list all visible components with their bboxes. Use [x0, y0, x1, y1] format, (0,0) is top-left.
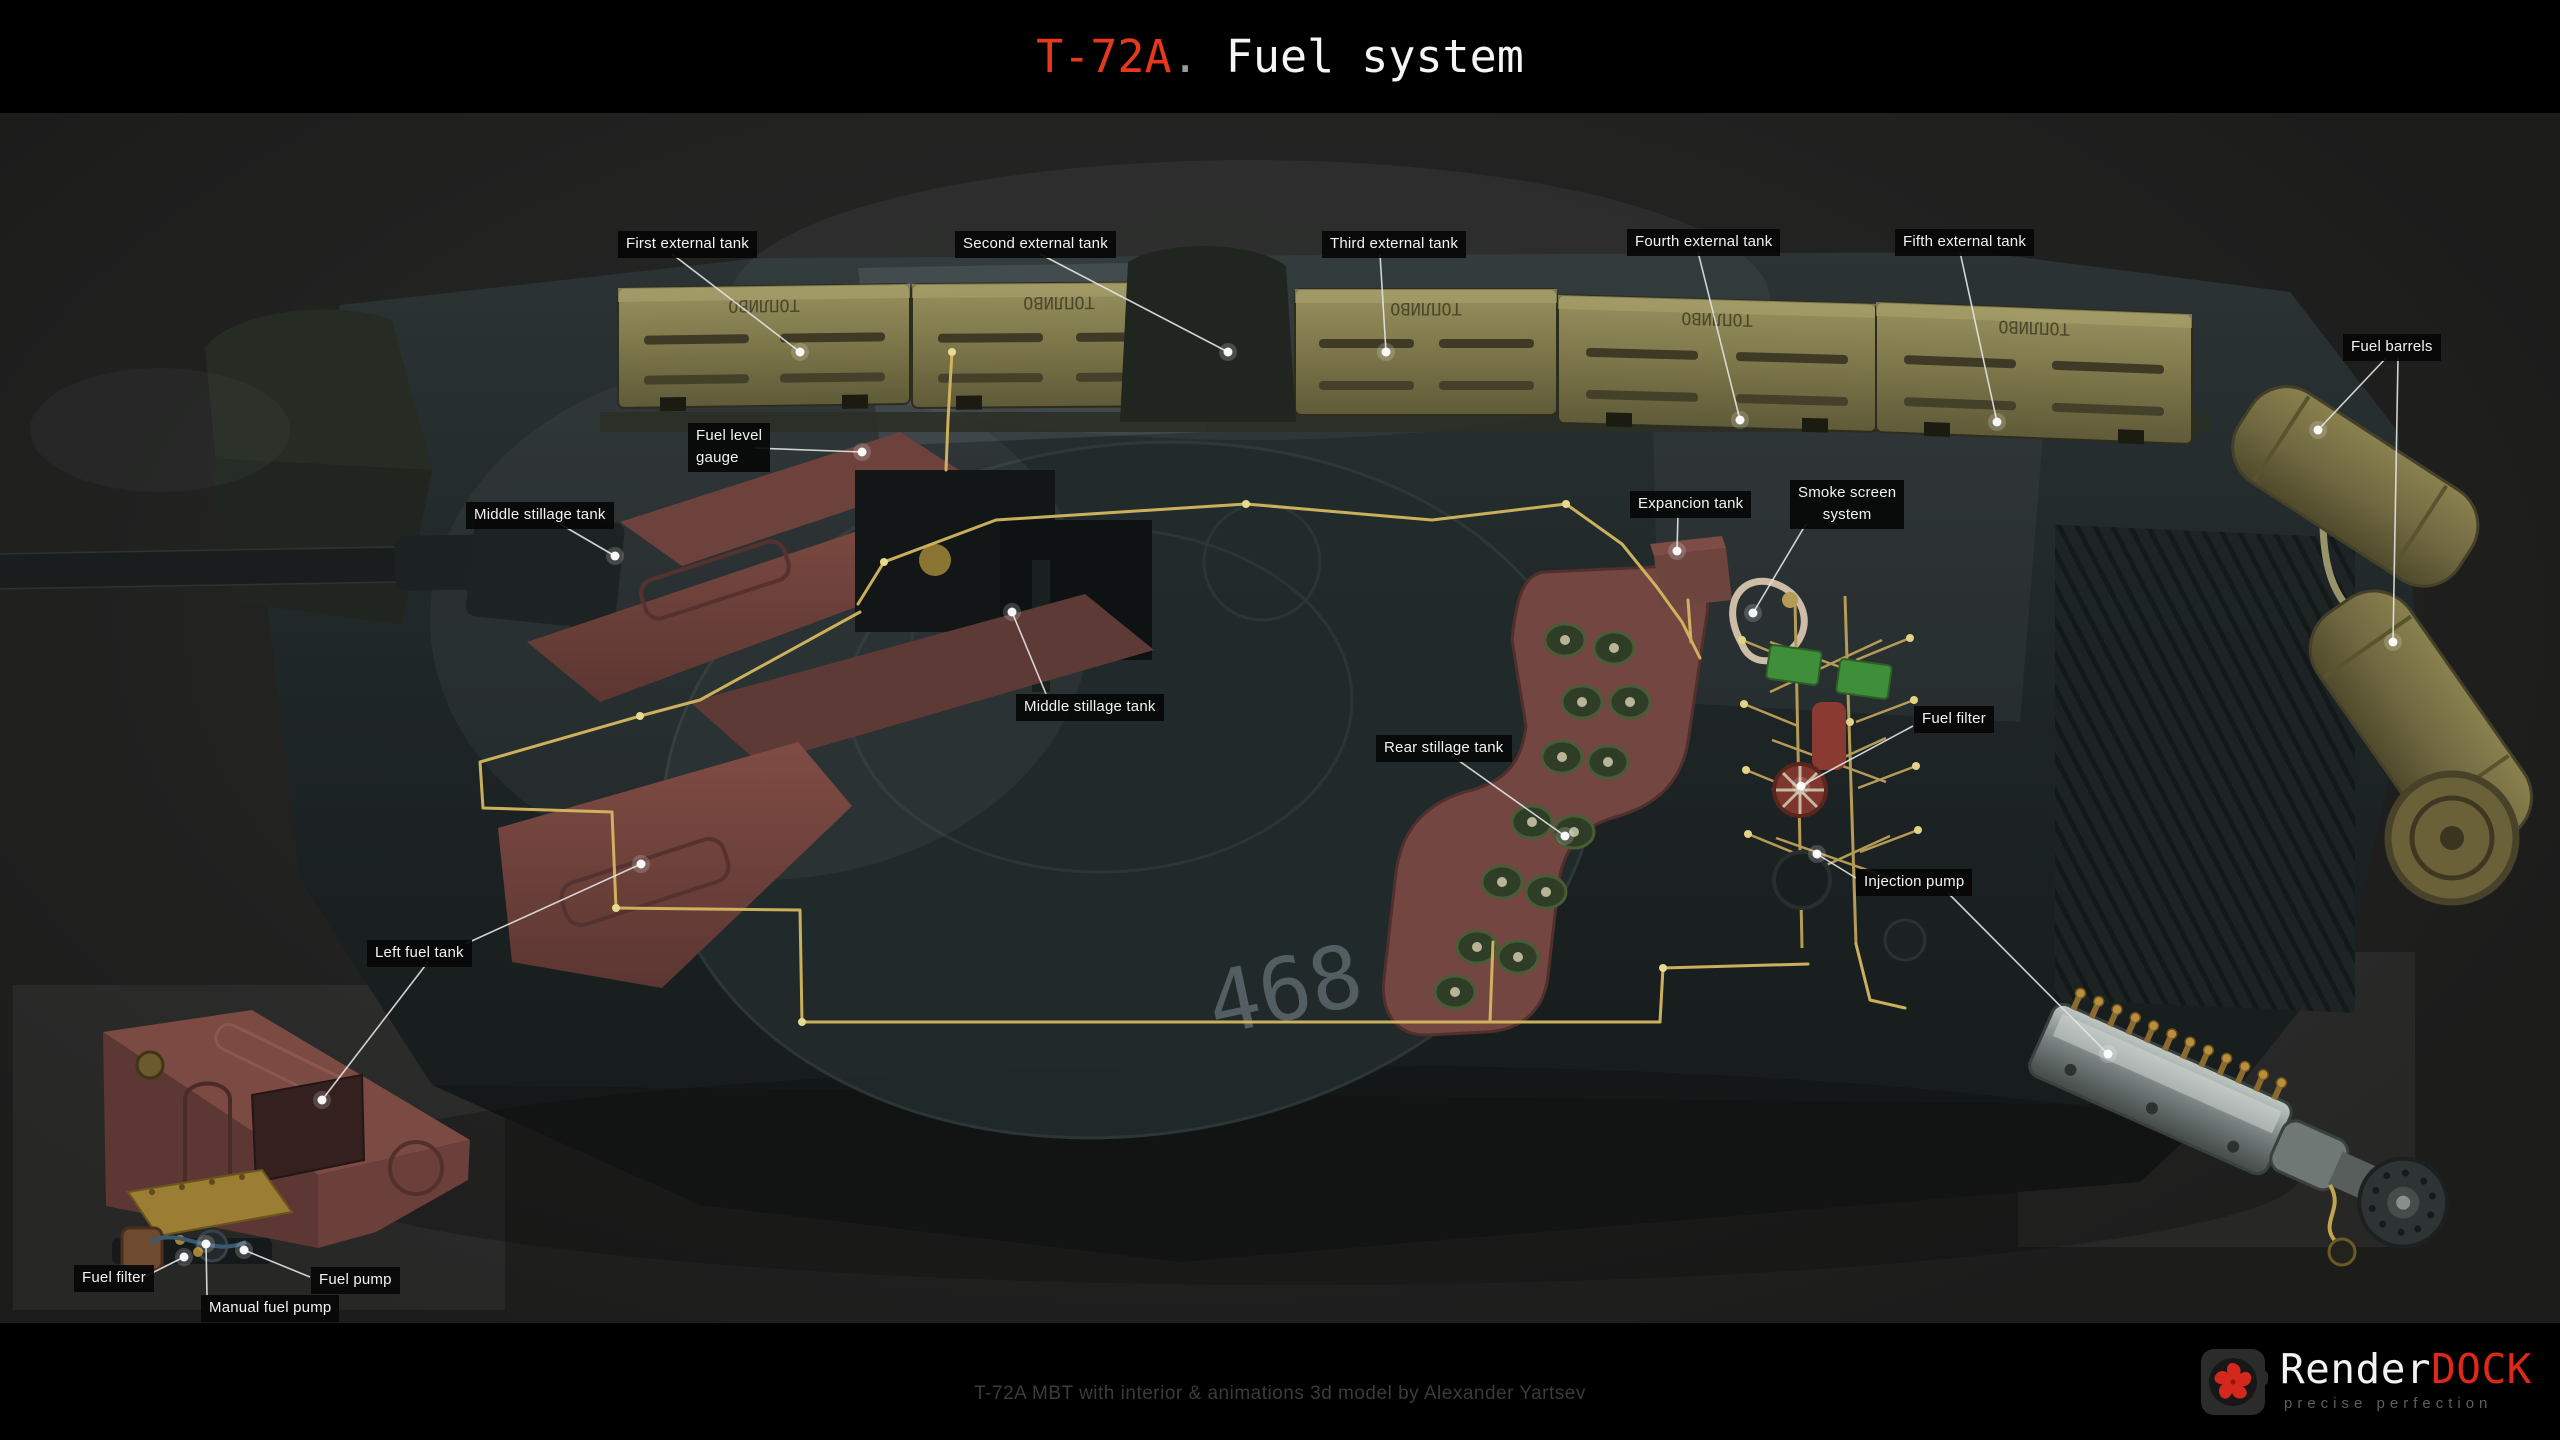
renderdock-tagline: precise perfection [2284, 1395, 2493, 1412]
deck-hump [1120, 245, 1296, 422]
label-fourth-external-tank: Fourth external tank [1627, 229, 1781, 256]
label-first-external-tank: First external tank [618, 231, 758, 258]
external-tank-4: ТОПЛИВО [1557, 294, 1877, 433]
svg-text:ТОПЛИВО: ТОПЛИВО [1390, 298, 1462, 318]
credit-text: T-72A MBT with interior & animations 3d … [974, 1383, 1586, 1404]
svg-text:ТОПЛИВО: ТОПЛИВО [1681, 307, 1753, 329]
left-fuel-tank-hull [498, 742, 852, 988]
header-bar: T-72A. Fuel system [0, 0, 2560, 113]
label-rear-stillage-tank: Rear stillage tank [1376, 735, 1512, 762]
external-tank-1: ТОПЛИВО [617, 283, 911, 412]
page-title: T-72A. Fuel system [1036, 30, 1524, 83]
brand-red: DOCK [2431, 1345, 2532, 1393]
leader-dots [175, 343, 2402, 1266]
renderdock-logo: RenderDOCK precise perfection [2200, 1345, 2545, 1420]
label-expancion-tank: Expancion tank [1630, 491, 1752, 518]
fuel-filter-manifold [1738, 595, 1927, 962]
expansion-tank-shape [1650, 536, 1732, 608]
brand-white: Render [2280, 1345, 2432, 1393]
rear-stillage-tank-shape [1381, 564, 1709, 1037]
svg-text:ТОПЛИВО: ТОПЛИВО [1998, 316, 2070, 339]
fuel-barrels-group [2231, 385, 2534, 906]
title-dot: . [1171, 30, 1199, 83]
external-tank-3: ТОПЛИВО [1294, 288, 1558, 416]
title-model: T-72A [1036, 30, 1172, 83]
label-fuel-barrels: Fuel barrels [2343, 334, 2441, 361]
label-left-fuel-tank: Left fuel tank [367, 940, 472, 967]
label-middle-stillage-tank-left: Middle stillage tank [466, 502, 614, 529]
fuel-line-fittings [612, 348, 1667, 1026]
renderdock-brand: RenderDOCK [2280, 1345, 2532, 1393]
title-subject: Fuel system [1198, 30, 1524, 83]
renderdock-badge-icon [2201, 1349, 2268, 1415]
fuel-lines [478, 350, 1907, 1024]
label-fuel-filter-right: Fuel filter [1914, 706, 1994, 733]
label-fuel-level-gauge: Fuel level gauge [688, 423, 771, 472]
label-fuel-filter-left: Fuel filter [74, 1265, 154, 1292]
label-fuel-pump: Fuel pump [311, 1267, 400, 1294]
label-third-external-tank: Third external tank [1322, 231, 1467, 258]
label-manual-fuel-pump: Manual fuel pump [201, 1295, 340, 1322]
label-fifth-external-tank: Fifth external tank [1895, 229, 2035, 256]
external-tank-5: ТОПЛИВО [1875, 301, 2193, 445]
stillage-tanks [498, 432, 1732, 1037]
left-fuel-tank-detail [103, 1010, 470, 1272]
label-smoke-screen-system: Smoke screen system [1790, 480, 1905, 529]
label-middle-stillage-tank-center: Middle stillage tank [1016, 694, 1164, 721]
label-injection-pump: Injection pump [1856, 869, 1973, 896]
injection-pump-detail [2028, 987, 2450, 1267]
svg-text:ТОПЛИВО: ТОПЛИВО [1023, 292, 1095, 313]
footer-bar: T-72A MBT with interior & animations 3d … [0, 1323, 2560, 1440]
external-tanks-row: ТОПЛИВО ТОПЛИВО ТОПЛИВО [600, 245, 2210, 445]
label-second-external-tank: Second external tank [955, 231, 1116, 258]
